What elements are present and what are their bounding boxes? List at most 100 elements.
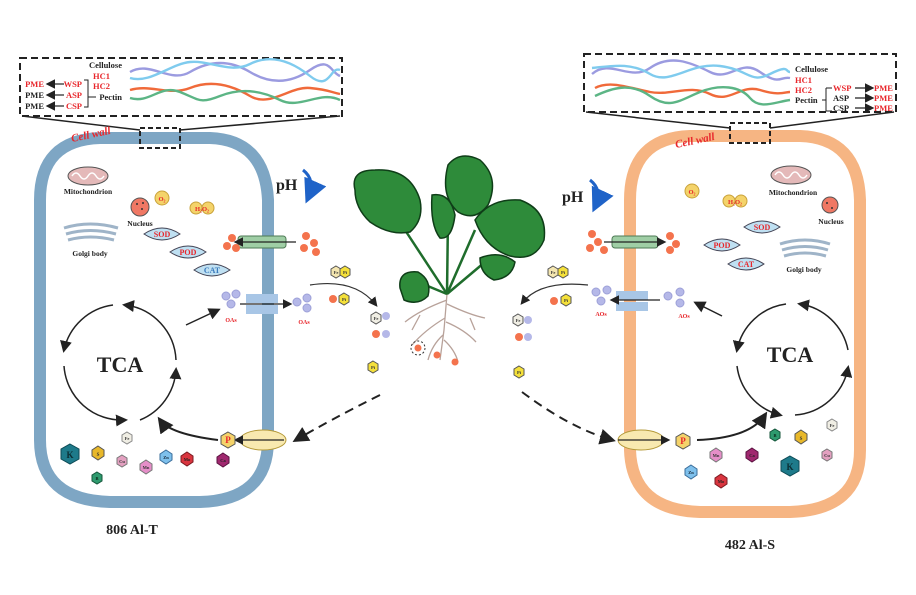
svg-text:S: S: [97, 453, 100, 458]
label-cellulose-right: Cellulose: [795, 64, 828, 74]
label-csp-right: CSP: [833, 103, 849, 113]
nutrient-ca: [216, 452, 230, 468]
svg-text:B: B: [95, 476, 98, 481]
svg-text:Fe: Fe: [374, 316, 379, 321]
svg-text:Cu: Cu: [119, 459, 125, 464]
al-ions-inside-right: [666, 232, 680, 254]
svg-text:Mo: Mo: [184, 457, 191, 462]
nutrient-mo: [180, 451, 194, 467]
svg-text:Zn: Zn: [163, 455, 169, 460]
al-ions-inside-left: [223, 234, 240, 252]
nutrient-cu: [116, 454, 128, 468]
svg-text:Pi: Pi: [343, 270, 348, 275]
svg-text:Mn: Mn: [143, 465, 150, 470]
right-cell: Cellulose HC1 HC2 Pectin WSP ASP CSP PME…: [521, 53, 897, 553]
svg-text:Pi: Pi: [561, 270, 566, 275]
oas-label-inside: OAs: [225, 318, 237, 324]
label-pectin-right: Pectin: [795, 95, 818, 105]
left-cell: Cellulose HC1 HC2 Pectin WSP ASP CSP PME…: [19, 57, 381, 538]
ph-label-left: pH: [276, 177, 298, 194]
label-pod-right: POD: [714, 241, 731, 250]
label-cat-right: CAT: [738, 260, 755, 269]
ph-decrease-arrow-right: [589, 178, 614, 213]
nutrient-zn: [159, 449, 173, 465]
label-mitochondrion-right: Mitochondrion: [769, 188, 818, 197]
svg-text:Cu: Cu: [824, 453, 830, 458]
nutrient-b: [91, 471, 103, 485]
nucleus-icon: [130, 197, 150, 217]
svg-text:Pi: Pi: [517, 370, 522, 375]
label-golgi-body-right: Golgi body: [786, 265, 821, 274]
label-hc2: HC2: [93, 81, 110, 91]
svg-text:Fe: Fe: [516, 318, 521, 323]
svg-text:Pi: Pi: [371, 365, 376, 370]
nutrient-b-right: [769, 428, 781, 442]
phosphate-icon-left: [220, 431, 236, 449]
label-cellulose: Cellulose: [89, 60, 122, 70]
phosphate-label-right: P: [680, 436, 686, 446]
label-pme-right-3: PME: [874, 103, 893, 113]
phosphate-label-left: P: [225, 435, 231, 445]
root-system: [404, 293, 486, 363]
h2o2-icon: [201, 201, 215, 215]
label-wsp-right: WSP: [833, 83, 851, 93]
svg-text:Fe: Fe: [830, 423, 835, 428]
oa-ions-outside-right: [591, 285, 612, 306]
nutrient-mn-right: [709, 447, 723, 463]
svg-text:Mo: Mo: [718, 479, 725, 484]
svg-text:Pi: Pi: [342, 297, 347, 302]
svg-text:K: K: [786, 462, 793, 472]
nutrient-k-right: [780, 455, 800, 477]
oa-ions-inside-right: [663, 287, 685, 308]
label-o2: O₂: [158, 196, 165, 203]
sod-enzyme-icon-right: [743, 220, 781, 234]
cat-enzyme-icon: [193, 263, 231, 277]
left-wall-inset: Cellulose HC1 HC2 Pectin WSP ASP CSP PME…: [19, 57, 343, 149]
golgi-body-icon-right: [779, 238, 831, 258]
svg-text:K: K: [66, 450, 73, 460]
soil-fe-p-right: Fe Pi Pi Fe Pi: [512, 265, 589, 379]
nutrients-left: K S Fe Cu Mn Zn Mo Ca B: [60, 431, 230, 485]
label-cat-left: CAT: [204, 266, 221, 275]
al-channel-left: [233, 235, 296, 249]
pod-enzyme-icon-right: [703, 238, 741, 252]
genotype-label-left: 806 Al-T: [106, 523, 158, 538]
svg-text:Fe: Fe: [125, 436, 130, 441]
label-csp: CSP: [66, 101, 82, 111]
svg-text:Zn: Zn: [688, 470, 694, 475]
label-pme-right-2: PME: [874, 93, 893, 103]
nutrient-zn-right: [684, 464, 698, 480]
label-asp: ASP: [66, 90, 82, 100]
label-pod-left: POD: [180, 248, 197, 257]
label-sod-right: SOD: [754, 223, 771, 232]
nutrient-s-right: [794, 429, 808, 445]
cellulose-line-a: [129, 61, 341, 82]
label-pme-3: PME: [25, 101, 44, 111]
label-pectin: Pectin: [99, 92, 122, 102]
label-hc1: HC1: [93, 71, 110, 81]
sod-enzyme-icon: [143, 227, 181, 241]
tca-cycle-right: [732, 299, 853, 419]
svg-text:Fe: Fe: [551, 270, 556, 275]
al-ions-outside-left: [300, 232, 320, 256]
o2-icon-right: [684, 183, 700, 199]
p-transporter-left: [233, 429, 287, 451]
leaves: [353, 155, 546, 303]
nucleus-icon-right: [821, 196, 839, 214]
label-pme-1: PME: [25, 79, 44, 89]
label-hc2-right: HC2: [795, 85, 812, 95]
nutrient-s: [91, 445, 105, 461]
nutrient-fe-right: [826, 418, 838, 432]
oa-transporter-left: [240, 294, 293, 314]
svg-text:B: B: [773, 433, 776, 438]
tca-cycle-left: [60, 300, 182, 427]
mitochondrion-icon-right: [770, 165, 812, 185]
label-pme-2: PME: [25, 90, 44, 100]
label-nucleus-right: Nucleus: [818, 217, 844, 226]
label-sod-left: SOD: [154, 230, 171, 239]
cat-enzyme-icon-right: [727, 257, 765, 271]
nutrient-mo-right: [714, 473, 728, 489]
label-asp-right: ASP: [833, 93, 849, 103]
o2-icon: [154, 190, 170, 206]
